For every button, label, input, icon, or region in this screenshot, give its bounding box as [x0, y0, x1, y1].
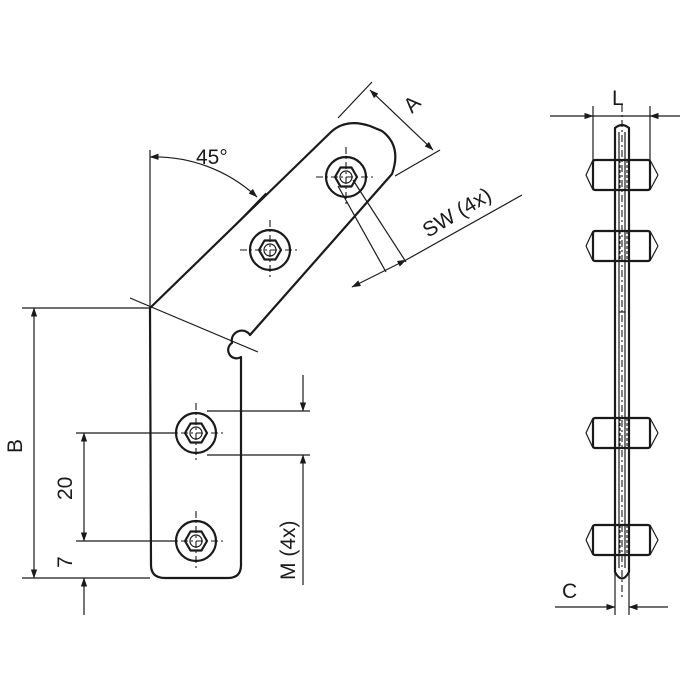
side-screw-2 — [585, 229, 659, 263]
angle-dimension: 45° — [149, 146, 267, 308]
front-view: 45° A SW (4x) B 20 — [4, 81, 523, 615]
dimension-c: C — [555, 572, 668, 615]
angle-label: 45° — [196, 146, 228, 169]
dimension-sw-label: SW (4x) — [419, 184, 496, 243]
dimension-a-label: A — [399, 91, 425, 117]
dimension-m: M (4x) — [207, 375, 310, 585]
dimension-c-label: C — [562, 580, 577, 603]
side-screw-3 — [585, 416, 659, 450]
dimension-b: B — [4, 307, 150, 579]
side-screw-4 — [585, 523, 659, 557]
dimension-l-label: L — [612, 87, 624, 110]
screw-upper-1 — [316, 147, 376, 207]
screw-upper-2 — [240, 220, 300, 280]
dimension-20: 20 — [54, 432, 176, 542]
dimension-l: L — [550, 87, 680, 160]
bend-line — [129, 297, 259, 353]
dimension-20-label: 20 — [54, 477, 77, 500]
dimension-7-label: 7 — [54, 556, 77, 568]
dimension-a: A — [337, 81, 441, 177]
side-screw-1 — [585, 158, 659, 192]
side-view: L C — [550, 87, 680, 615]
dimension-sw: SW (4x) — [337, 179, 523, 288]
dimension-b-label: B — [4, 439, 27, 453]
dimension-m-label: M (4x) — [277, 521, 300, 581]
dimension-7: 7 — [54, 556, 88, 615]
